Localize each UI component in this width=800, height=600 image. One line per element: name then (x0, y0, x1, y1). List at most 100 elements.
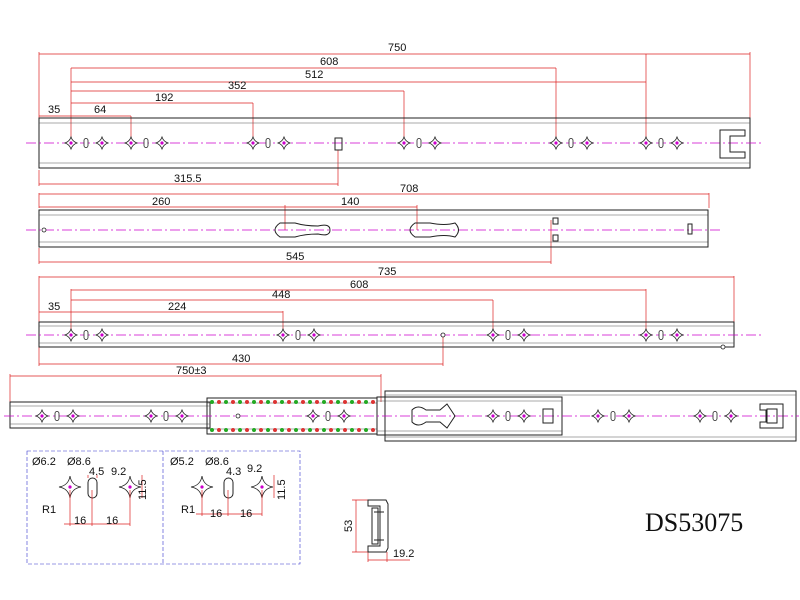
dim-rail2-708: 708 (400, 183, 418, 195)
ball-bearing (238, 400, 242, 404)
ball-bearing (287, 428, 291, 432)
ball-bearing (217, 428, 221, 432)
dim-rail1-512: 512 (305, 69, 323, 81)
hole-center (402, 141, 406, 145)
mount-slot (658, 330, 664, 340)
dim-16b: 16 (106, 515, 118, 527)
dim-16a: 16 (74, 515, 86, 527)
hole-center (281, 333, 285, 337)
ball-bearing (308, 400, 312, 404)
ball-bearing (350, 400, 354, 404)
dim-rail3-448: 448 (272, 289, 290, 301)
mount-slot (325, 411, 331, 421)
ball-bearing (315, 400, 319, 404)
detail-frame (26, 450, 301, 565)
dim-r1-2: R1 (181, 504, 195, 516)
ball-bearing (357, 428, 361, 432)
ball-bearing (259, 400, 263, 404)
dim-43: 4.3 (226, 466, 241, 478)
ball-bearing (294, 428, 298, 432)
dim-rail1-35: 35 (48, 104, 60, 116)
ball-bearing (371, 400, 375, 404)
ball-bearing (343, 400, 347, 404)
ball-bearing (210, 428, 214, 432)
hole-center (644, 333, 648, 337)
ball-bearing (336, 428, 340, 432)
ball-bearing (252, 428, 256, 432)
dim-rail3-430: 430 (232, 353, 250, 365)
hole-center (160, 141, 164, 145)
profile-section (352, 499, 410, 562)
ball-bearing (217, 400, 221, 404)
ball-bearing (336, 400, 340, 404)
hole-center (675, 141, 679, 145)
hole-center (129, 141, 133, 145)
dim-115: 11.5 (137, 479, 149, 500)
hole-center (433, 141, 437, 145)
mount-slot (83, 138, 89, 148)
hole-center (311, 414, 315, 418)
dim-rail3-224: 224 (168, 301, 186, 313)
rail-3 (26, 276, 762, 366)
dim-rail1-64: 64 (94, 104, 106, 116)
dim-rail1-750: 750 (388, 42, 406, 54)
ball-bearing (266, 400, 270, 404)
rail-4-balls (210, 400, 375, 432)
hole-center (251, 141, 255, 145)
hole-center (729, 414, 733, 418)
mount-slot (568, 138, 574, 148)
dim-192-profile: 19.2 (393, 548, 414, 560)
ball-bearing (273, 428, 277, 432)
ball-bearing (287, 400, 291, 404)
dim-92-2: 9.2 (247, 463, 262, 475)
rail-4-holes (34, 408, 739, 424)
mount-slot (505, 330, 511, 340)
ball-bearing (301, 400, 305, 404)
ball-bearing (308, 428, 312, 432)
dim-r1: R1 (42, 504, 56, 516)
dim-rail3-608: 608 (350, 279, 368, 291)
hole-center (627, 414, 631, 418)
hole-center (69, 141, 73, 145)
ball-bearing (322, 400, 326, 404)
model-number: DS53075 (645, 508, 743, 537)
ball-bearing (245, 400, 249, 404)
dim-rail4-750: 750±3 (176, 365, 207, 377)
dim-rail2-140: 140 (341, 196, 359, 208)
hole-center (71, 414, 75, 418)
hole-center (698, 414, 702, 418)
dim-53: 53 (343, 520, 355, 532)
mount-slot (54, 411, 60, 421)
ball-bearing (343, 428, 347, 432)
dim-rail2-260: 260 (152, 196, 170, 208)
mount-slot (610, 411, 616, 421)
hole-center (180, 414, 184, 418)
rail-2 (26, 193, 720, 264)
ball-bearing (280, 400, 284, 404)
hole-center (100, 333, 104, 337)
dim-rail1-352: 352 (228, 80, 246, 92)
hole-center (149, 414, 153, 418)
hole-center (312, 333, 316, 337)
ball-bearing (224, 428, 228, 432)
detail-2 (190, 475, 275, 516)
ball-bearing (294, 400, 298, 404)
hole-center (491, 333, 495, 337)
hole-center (100, 141, 104, 145)
mount-slot (658, 138, 664, 148)
mount-slot (143, 138, 149, 148)
ball-bearing (329, 428, 333, 432)
hole-center (40, 414, 44, 418)
hole-center (522, 414, 526, 418)
dim-phi62: Ø6.2 (32, 456, 56, 468)
ball-bearing (252, 400, 256, 404)
dim-rail1-315: 315.5 (174, 173, 202, 185)
ball-bearing (231, 400, 235, 404)
hole-center (522, 333, 526, 337)
ball-bearing (245, 428, 249, 432)
hole-center (585, 141, 589, 145)
mount-slot (163, 411, 169, 421)
dim-phi52: Ø5.2 (170, 456, 194, 468)
dim-rail1-192: 192 (155, 92, 173, 104)
rail-4-assembly (4, 374, 799, 442)
